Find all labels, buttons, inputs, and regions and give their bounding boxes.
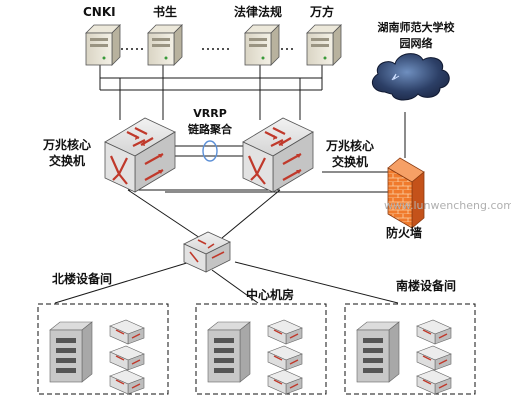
watermark-text: www.lunwencheng.com [384,199,511,212]
server-label-wanfang: 万方 [310,5,335,19]
campus-network-label-line2: 园网络 [399,37,433,50]
core-switch-left-label-line1: 万兆核心 [42,138,91,152]
north-server-rack-icon [49,321,93,383]
server-label-shusheng: 书生 [153,5,178,19]
center-switch-1-icon [267,319,303,345]
connection-lines [54,65,406,304]
firewall-icon [387,157,425,229]
left-switch-to-agg-a [127,189,201,239]
core-switch-right-icon [242,117,314,193]
site-label-center: 中心机房 [246,288,295,302]
vrrp-label-line2: 链路聚合 [188,123,232,136]
agg-to-south [234,261,399,304]
server-ellipsis-dots [121,48,293,50]
core-switch-right-label-line2: 交换机 [332,155,369,169]
north-switch-2-icon [109,345,145,371]
core-switch-left-label-line2: 交换机 [48,154,85,168]
site-label-north: 北楼设备间 [52,272,113,286]
firewall-label: 防火墙 [386,226,423,240]
vrrp-label-line1: VRRP [193,107,227,120]
site-box-south [344,303,476,395]
vrrp-link-aggregation-ellipse [202,140,218,162]
south-switch-1-icon [416,319,452,345]
core-switch-left-icon [104,117,176,193]
north-switch-1-icon [109,319,145,345]
core-switch-right-label-line1: 万兆核心 [326,139,375,153]
site-box-center [195,303,327,395]
aggregation-switch-icon [183,231,231,273]
agg-to-center [211,269,259,304]
server-label-cnki: CNKI [83,5,116,19]
center-switch-2-icon [267,345,303,371]
site-box-north [37,303,169,395]
center-server-rack-icon [207,321,251,383]
server-shusheng-icon [147,24,183,66]
agg-to-north [54,261,191,304]
south-switch-3-icon [416,369,452,395]
campus-network-label-line1: 湖南师范大学校 [377,21,455,34]
north-switch-3-icon [109,369,145,395]
server-label-law: 法律法规 [234,5,283,19]
right-switch-to-agg-a [221,189,281,239]
campus-network-cloud-icon [371,53,450,101]
center-switch-3-icon [267,369,303,395]
south-server-rack-icon [356,321,400,383]
server-wanfang-icon [306,24,342,66]
server-law-icon [244,24,280,66]
site-label-south: 南楼设备间 [396,279,457,293]
south-switch-2-icon [416,345,452,371]
server-cnki-icon [85,24,121,66]
